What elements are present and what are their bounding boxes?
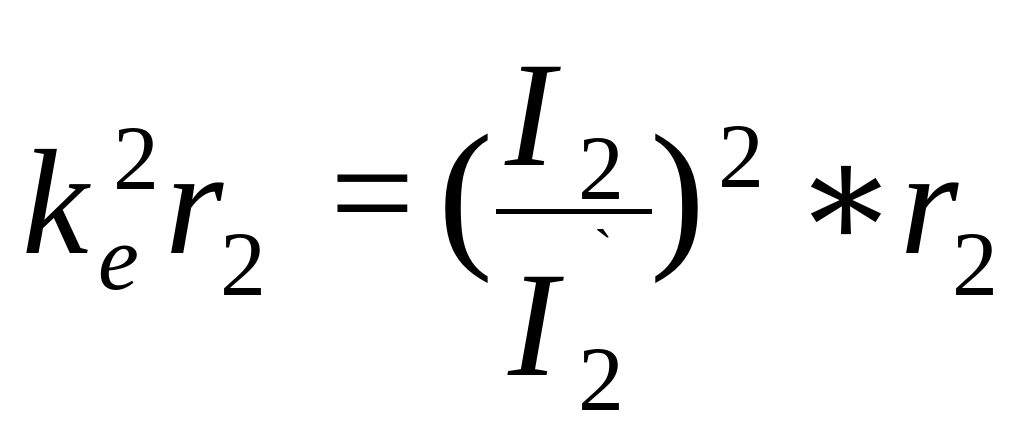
open-paren: ( <box>438 101 493 284</box>
variable-r: r <box>165 120 224 286</box>
prime-mark: ` <box>594 219 613 281</box>
denominator-variable-i: I <box>508 242 558 408</box>
rhs-subscript-2: 2 <box>952 213 998 315</box>
numerator-variable-i: I <box>505 32 555 198</box>
paren-superscript-2: 2 <box>718 105 764 207</box>
rhs-variable-r: r <box>900 120 959 286</box>
fraction-bar <box>496 209 652 214</box>
numerator-subscript-2: 2 <box>578 117 624 219</box>
subscript-2: 2 <box>220 213 266 315</box>
denominator-subscript-2: 2 <box>578 328 624 430</box>
variable-k: k <box>22 120 89 286</box>
asterisk-operator: ∗ <box>795 114 897 280</box>
superscript-2: 2 <box>113 107 159 209</box>
close-paren: ) <box>650 101 705 284</box>
subscript-e: e <box>98 207 139 309</box>
equals-sign: = <box>330 110 415 276</box>
